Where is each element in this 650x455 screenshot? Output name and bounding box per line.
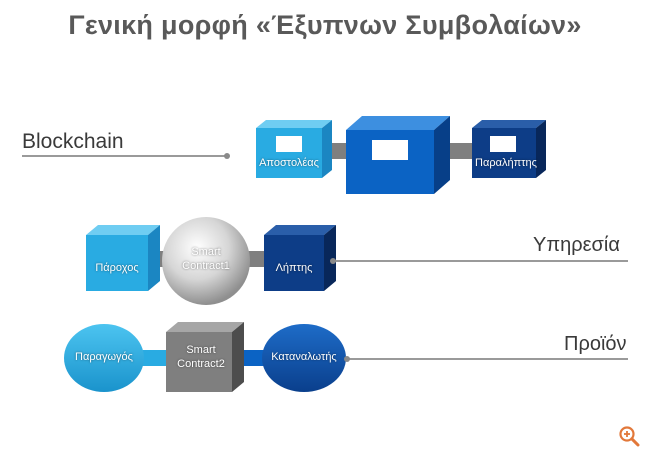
receiver-link bbox=[472, 120, 546, 178]
product-line bbox=[346, 358, 628, 360]
provider-cube bbox=[86, 225, 160, 291]
service-line bbox=[332, 260, 628, 262]
product-line-dot bbox=[344, 356, 350, 362]
smart-contract2-line1: Smart bbox=[186, 344, 216, 356]
middle-link bbox=[346, 116, 450, 194]
producer-label: Παραγωγός bbox=[75, 351, 133, 363]
smart-contract2-line2: Contract2 bbox=[177, 357, 225, 370]
smart-contract1-label: Smart Contract1 bbox=[168, 246, 244, 274]
product-label: Προϊόν bbox=[564, 333, 627, 355]
consumer-ellipse bbox=[262, 324, 346, 392]
producer-ellipse bbox=[64, 324, 144, 392]
service-label: Υπηρεσία bbox=[533, 234, 620, 256]
service-graphic bbox=[86, 217, 336, 305]
service-receiver-label: Λήπτης bbox=[275, 262, 313, 274]
smart-contract1-line2: Contract1 bbox=[182, 259, 230, 272]
blockchain-chain-graphic bbox=[256, 116, 546, 194]
receiver-label: Παραλήπτης bbox=[475, 157, 537, 169]
smart-contract1-line1: Smart bbox=[191, 246, 221, 258]
provider-label: Πάροχος bbox=[95, 262, 139, 274]
page-title: Γενική μορφή «Έξυπνων Συμβολαίων» bbox=[68, 10, 582, 40]
product-graphic bbox=[64, 322, 346, 392]
smart-contract2-label: Smart Contract2 bbox=[168, 344, 234, 372]
blockchain-label: Blockchain bbox=[22, 130, 124, 153]
blockchain-line bbox=[22, 155, 227, 157]
product-connector-2 bbox=[240, 350, 268, 366]
smart-contract1-sphere bbox=[162, 217, 250, 305]
smart-contract2-cube bbox=[166, 322, 244, 392]
service-receiver-cube bbox=[264, 225, 336, 291]
blockchain-line-dot bbox=[224, 153, 230, 159]
zoom-in-icon[interactable] bbox=[618, 425, 640, 447]
sender-label: Αποστολέας bbox=[259, 157, 319, 169]
service-line-dot bbox=[330, 258, 336, 264]
sender-link bbox=[256, 120, 332, 178]
consumer-label: Καταναλωτής bbox=[271, 351, 337, 363]
